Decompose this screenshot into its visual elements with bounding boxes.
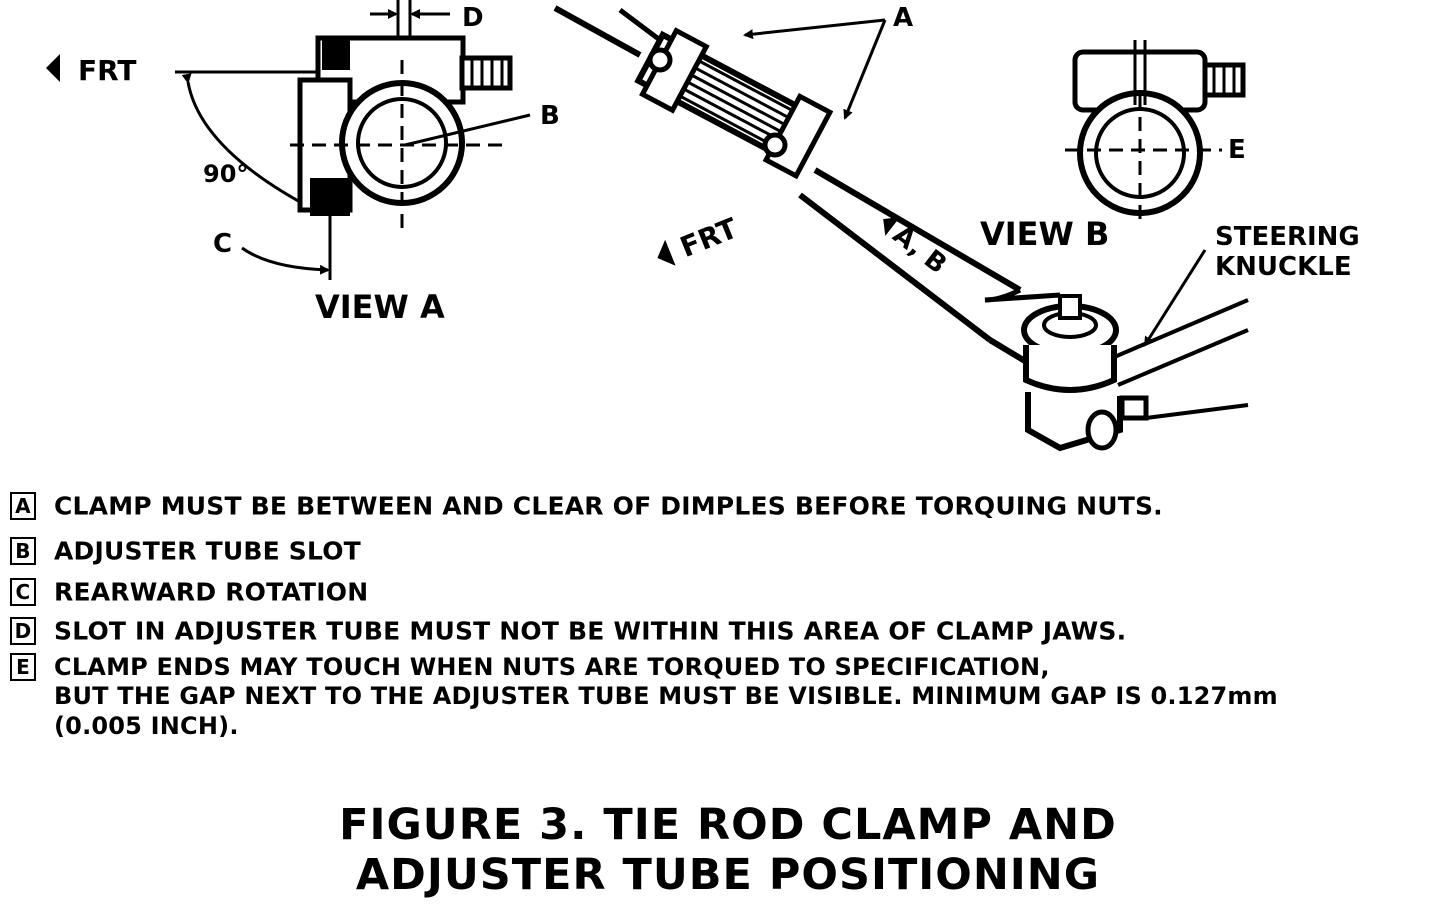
note-text-continued: (0.005 INCH). — [54, 712, 239, 740]
note-text: SLOT IN ADJUSTER TUBE MUST NOT BE WITHIN… — [54, 616, 1127, 646]
tie-rod-assembly: A STEERING KNUCKLE FRT A, B — [553, 3, 1360, 452]
label-c: C — [213, 229, 232, 259]
note-d: D SLOT IN ADJUSTER TUBE MUST NOT BE WITHI… — [10, 615, 1126, 646]
note-key-box: E — [10, 653, 36, 681]
rod-marking-arrow-icon — [883, 216, 901, 236]
clamp-nut-dark — [322, 36, 350, 70]
steering-knuckle-label-line1: STEERING — [1215, 222, 1360, 252]
caption-line-1: FIGURE 3. TIE ROD CLAMP AND — [339, 800, 1117, 850]
note-text: CLAMP MUST BE BETWEEN AND CLEAR OF DIMPL… — [54, 491, 1163, 521]
steering-knuckle-label-line2: KNUCKLE — [1215, 252, 1352, 282]
note-key-box: A — [10, 492, 36, 520]
main-frt-label: FRT — [675, 212, 742, 265]
front-arrow-icon — [46, 54, 60, 82]
label-a: A — [893, 3, 913, 33]
note-b: B ADJUSTER TUBE SLOT — [10, 535, 361, 566]
clamp-outer — [762, 93, 834, 180]
note-text: REARWARD ROTATION — [54, 577, 369, 607]
view-b-title: VIEW B — [980, 215, 1109, 253]
note-a: A CLAMP MUST BE BETWEEN AND CLEAR OF DIMP… — [10, 490, 1163, 521]
figure-caption: FIGURE 3. TIE ROD CLAMP AND ADJUSTER TUB… — [0, 800, 1456, 900]
note-text: CLAMP ENDS MAY TOUCH WHEN NUTS ARE TORQU… — [54, 653, 1050, 681]
note-key-box: B — [10, 537, 36, 565]
caption-line-2: ADJUSTER TUBE POSITIONING — [355, 850, 1101, 900]
note-key-box: C — [10, 578, 36, 606]
note-text: ADJUSTER TUBE SLOT — [54, 536, 361, 566]
note-e: E CLAMP ENDS MAY TOUCH WHEN NUTS ARE TORQ… — [10, 652, 1278, 741]
angle-arc — [181, 73, 317, 212]
label-d: D — [462, 3, 484, 33]
view-b: E VIEW B — [980, 40, 1246, 253]
note-c: C REARWARD ROTATION — [10, 576, 368, 607]
label-e: E — [1228, 135, 1246, 165]
view-a: FRT 90° D B C VIEW A — [46, 0, 560, 326]
label-b: B — [540, 101, 560, 131]
front-arrow-icon-main — [657, 239, 676, 266]
angle-label: 90° — [203, 160, 248, 188]
note-key-box: D — [10, 617, 36, 645]
view-a-title: VIEW A — [315, 288, 445, 326]
view-a-frt-label: FRT — [78, 54, 137, 87]
note-text-continued: BUT THE GAP NEXT TO THE ADJUSTER TUBE MU… — [54, 682, 1278, 710]
